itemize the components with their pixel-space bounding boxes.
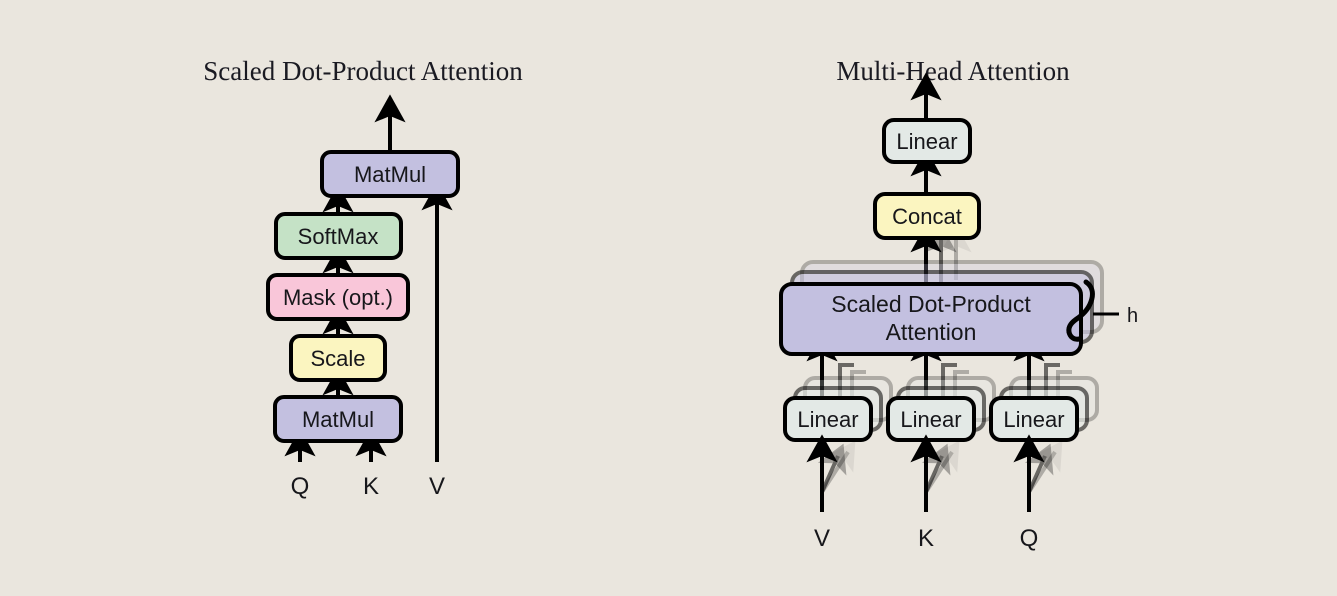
sdpa-matmul-bottom-node[interactable]: MatMul <box>273 395 403 443</box>
sdpa-softmax-node[interactable]: SoftMax <box>274 212 403 260</box>
sdpa-mask-label: Mask (opt.) <box>283 285 393 310</box>
sdpa-matmul-top-node[interactable]: MatMul <box>320 150 460 198</box>
panel-title-scaled-dot-product: Scaled Dot-Product Attention <box>203 56 523 86</box>
mha-linear-top-label: Linear <box>896 129 957 154</box>
sdpa-scale-node[interactable]: Scale <box>289 334 387 382</box>
mha-linear-v-label: Linear <box>797 407 858 432</box>
panel-scaled-dot-product-attention: Scaled Dot-Product Attention MatMul Soft… <box>203 56 523 500</box>
mha-input-fan-arrows <box>806 434 1063 512</box>
sdpa-matmul-bottom-label: MatMul <box>302 407 374 432</box>
mha-heads-label: h <box>1127 305 1138 327</box>
mha-linear-k-group[interactable]: Linear <box>886 376 996 442</box>
mha-input-k-label: K <box>918 525 934 552</box>
mha-concat-label: Concat <box>892 204 962 229</box>
sdpa-input-v-label: V <box>429 473 445 500</box>
mha-input-q-label: Q <box>1020 525 1039 552</box>
sdpa-matmul-top-label: MatMul <box>354 162 426 187</box>
sdpa-mask-node[interactable]: Mask (opt.) <box>266 273 410 321</box>
panel-title-multi-head: Multi-Head Attention <box>836 56 1070 86</box>
mha-sdpa-node[interactable]: Scaled Dot-Product Attention <box>779 282 1083 356</box>
sdpa-input-q-label: Q <box>291 473 310 500</box>
mha-sdpa-label-line2: Attention <box>886 319 977 345</box>
mha-linear-top-node[interactable]: Linear <box>882 118 972 164</box>
sdpa-softmax-label: SoftMax <box>298 224 379 249</box>
mha-linear-k-label: Linear <box>900 407 961 432</box>
mha-heads-annotation: h <box>1066 279 1138 342</box>
mha-input-v-label: V <box>814 525 830 552</box>
sdpa-input-k-label: K <box>363 473 379 500</box>
mha-linear-q-label: Linear <box>1003 407 1064 432</box>
mha-concat-node[interactable]: Concat <box>873 192 981 240</box>
panel-multi-head-attention: Multi-Head Attention <box>779 56 1138 552</box>
mha-linear-q-group[interactable]: Linear <box>989 376 1099 442</box>
sdpa-scale-label: Scale <box>310 346 365 371</box>
mha-sdpa-label-line1: Scaled Dot-Product <box>831 291 1031 317</box>
mha-linear-v-group[interactable]: Linear <box>783 376 893 442</box>
